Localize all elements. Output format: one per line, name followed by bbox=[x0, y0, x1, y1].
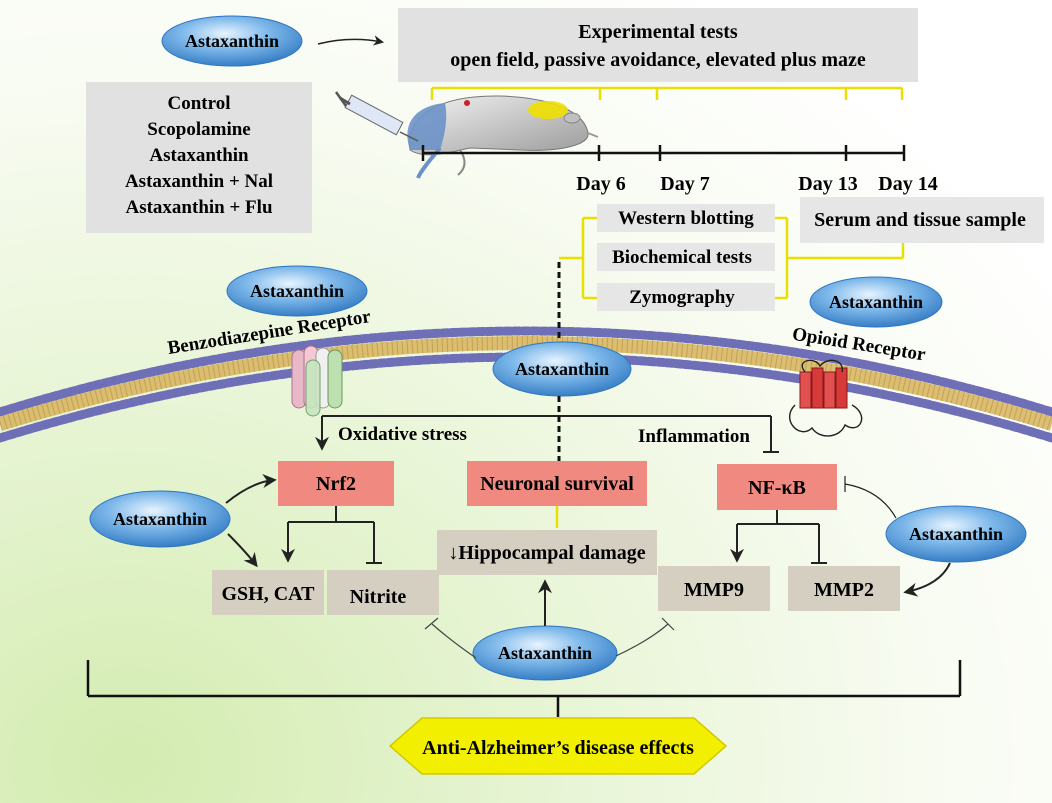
nrf2-branches bbox=[281, 506, 382, 564]
nrf2-box bbox=[278, 461, 394, 506]
group-astaxanthin-flu: Astaxanthin + Flu bbox=[125, 197, 272, 218]
experiment-bracket bbox=[430, 86, 904, 100]
svg-text:GSH, CAT: GSH, CAT bbox=[222, 583, 316, 605]
mmp2-box bbox=[788, 566, 900, 611]
svg-text:Neuronal survival: Neuronal survival bbox=[480, 473, 634, 495]
svg-text:Nrf2: Nrf2 bbox=[316, 473, 356, 495]
inhibit-astaxanthin-to-nfkb bbox=[844, 483, 897, 519]
svg-text:Biochemical tests: Biochemical tests bbox=[612, 247, 752, 268]
inflammation-label: Inflammation bbox=[638, 426, 750, 447]
label-day13: Day 13 bbox=[798, 173, 857, 195]
svg-text:Astaxanthin: Astaxanthin bbox=[515, 359, 609, 379]
pathway-bracket bbox=[315, 415, 779, 453]
oxidative-stress-label: Oxidative stress bbox=[338, 424, 467, 445]
svg-text:Serum and tissue sample: Serum and tissue sample bbox=[814, 209, 1026, 231]
astaxanthin-ellipse-benzo: Astaxanthin bbox=[226, 265, 368, 317]
astaxanthin-ellipse-center: Astaxanthin bbox=[492, 341, 632, 397]
mmp9-box bbox=[658, 566, 770, 611]
astaxanthin-ellipse-bottom: Astaxanthin bbox=[472, 625, 618, 681]
experimental-tests-box bbox=[398, 8, 918, 82]
gsh-cat-box bbox=[212, 570, 324, 615]
label-day7: Day 7 bbox=[660, 173, 709, 195]
assay-bracket bbox=[559, 216, 905, 300]
svg-text:Astaxanthin: Astaxanthin bbox=[113, 509, 207, 529]
syringe-icon bbox=[334, 91, 419, 142]
group-scopolamine: Scopolamine bbox=[147, 119, 250, 140]
label-day14: Day 14 bbox=[878, 173, 937, 195]
arrow-to-experiments bbox=[317, 35, 385, 46]
group-astaxanthin: Astaxanthin bbox=[149, 145, 249, 166]
timeline bbox=[421, 145, 906, 161]
groups-box bbox=[86, 82, 312, 233]
benzodiazepine-receptor-icon bbox=[291, 345, 343, 417]
svg-text:Astaxanthin: Astaxanthin bbox=[909, 524, 1003, 544]
svg-text:NF-κB: NF-κB bbox=[748, 477, 806, 499]
astaxanthin-ellipse-opioid: Astaxanthin bbox=[809, 276, 943, 328]
inhibit-bar-mmp9 bbox=[661, 617, 675, 631]
arrow-astaxanthin-to-mmp2 bbox=[903, 562, 951, 597]
outcome-bracket bbox=[86, 660, 962, 717]
hippocampal-damage-box bbox=[437, 530, 657, 575]
svg-text:Astaxanthin: Astaxanthin bbox=[829, 292, 923, 312]
inhibit-astaxanthin-to-nitrite bbox=[431, 623, 477, 659]
label-day6: Day 6 bbox=[576, 173, 625, 195]
astaxanthin-ellipse-top: Astaxanthin bbox=[161, 15, 303, 67]
western-blotting-box bbox=[597, 204, 775, 232]
svg-text:Astaxanthin: Astaxanthin bbox=[185, 31, 279, 51]
experimental-title: Experimental tests bbox=[578, 21, 738, 43]
astaxanthin-ellipse-right: Astaxanthin bbox=[885, 505, 1027, 563]
svg-text:↓Hippocampal damage: ↓Hippocampal damage bbox=[448, 542, 645, 564]
svg-text:MMP9: MMP9 bbox=[684, 579, 744, 601]
outcome-banner: Anti-Alzheimer’s disease effects bbox=[388, 717, 728, 775]
neuronal-survival-box bbox=[467, 461, 647, 506]
svg-text:MMP2: MMP2 bbox=[814, 579, 874, 601]
svg-text:Western blotting: Western blotting bbox=[618, 208, 754, 229]
svg-text:Astaxanthin: Astaxanthin bbox=[250, 281, 344, 301]
inhibit-astaxanthin-to-mmp9 bbox=[615, 623, 669, 657]
nfkb-box bbox=[717, 464, 837, 510]
serum-sample-box bbox=[800, 197, 1044, 243]
svg-text:Astaxanthin: Astaxanthin bbox=[498, 643, 592, 663]
svg-text:Zymography: Zymography bbox=[629, 287, 735, 308]
astaxanthin-ellipse-left: Astaxanthin bbox=[89, 490, 231, 548]
arrow-astaxanthin-to-nrf2 bbox=[225, 474, 277, 504]
opioid-receptor-icon bbox=[789, 359, 863, 437]
nfkb-branches bbox=[730, 510, 827, 564]
nitrite-box bbox=[327, 570, 439, 615]
svg-text:Nitrite: Nitrite bbox=[350, 586, 407, 608]
biochemical-tests-box bbox=[597, 243, 775, 271]
arrow-astaxanthin-to-gsh bbox=[227, 533, 258, 568]
mouse-illustration bbox=[407, 95, 599, 179]
group-control: Control bbox=[168, 93, 231, 114]
group-astaxanthin-nal: Astaxanthin + Nal bbox=[125, 171, 273, 192]
inhibit-bar-nitrite bbox=[424, 617, 439, 630]
zymography-box bbox=[597, 283, 775, 311]
outcome-label: Anti-Alzheimer’s disease effects bbox=[422, 737, 694, 759]
experimental-subtitle: open field, passive avoidance, elevated … bbox=[450, 49, 866, 71]
